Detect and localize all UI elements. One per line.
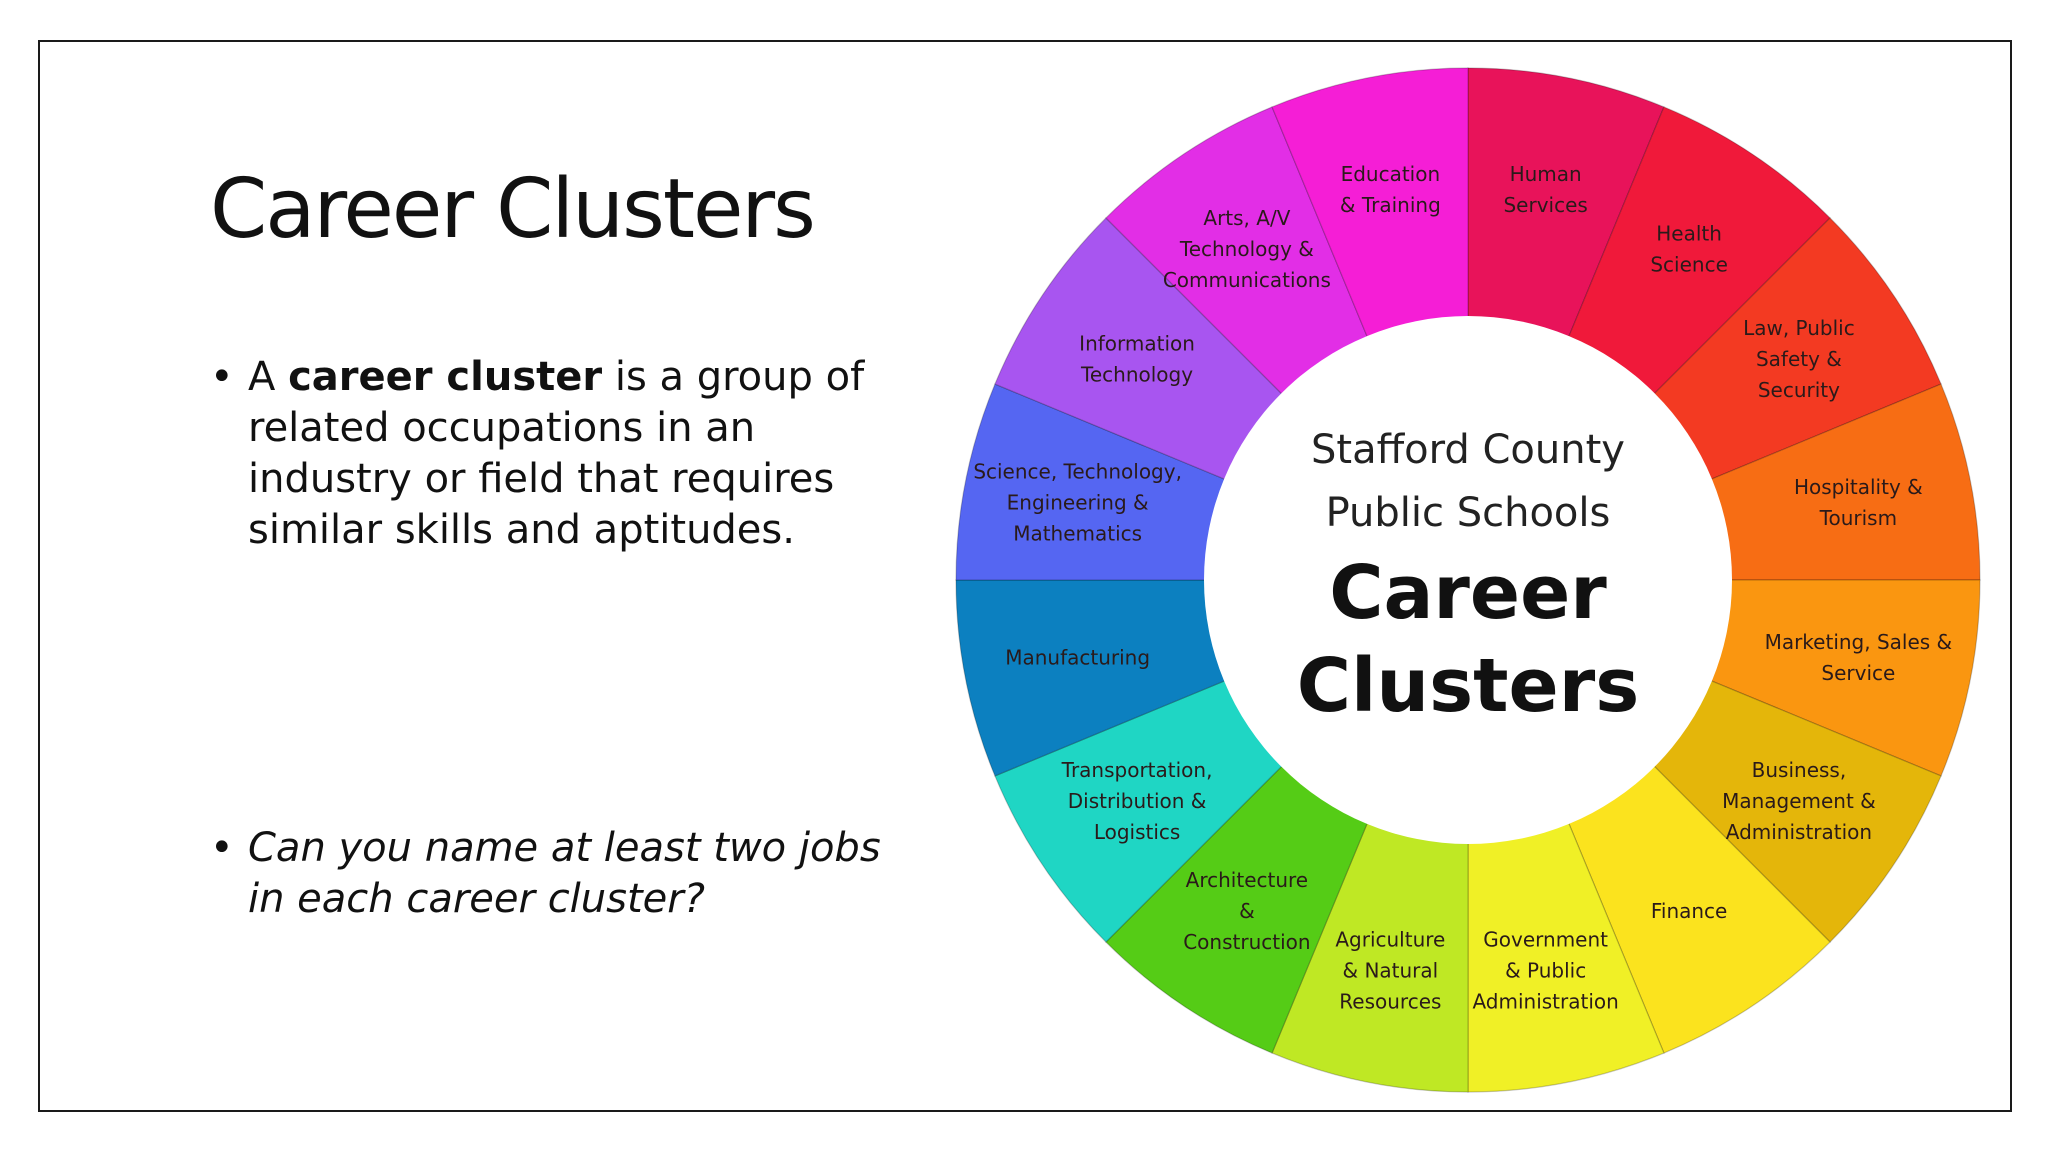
wheel-segment-label: Agriculture: [1335, 927, 1445, 951]
bullet-list: A career cluster is a group of related o…: [210, 352, 910, 925]
center-line-clusters: Clusters: [1297, 643, 1640, 729]
wheel-segment-label: Marketing, Sales &: [1765, 630, 1953, 654]
wheel-segment-label: Communications: [1163, 268, 1331, 292]
slide-title: Career Clusters: [210, 162, 816, 257]
wheel-segment-label: Administration: [1472, 989, 1618, 1013]
center-line-district: Stafford County: [1311, 427, 1625, 473]
wheel-segment-label: Distribution &: [1068, 789, 1207, 813]
wheel-segments: [955, 67, 1981, 1093]
wheel-segment-label: & Public: [1505, 958, 1586, 982]
wheel-segment-label: Business,: [1752, 758, 1847, 782]
wheel-segment-label: Architecture: [1186, 868, 1308, 892]
wheel-segment-label: Finance: [1651, 899, 1728, 923]
wheel-segment-label: Hospitality &: [1794, 475, 1923, 499]
definition-post: is a group of related occupations in an …: [248, 354, 865, 553]
wheel-segment-label: Health: [1656, 222, 1722, 246]
wheel-segment-label: & Natural: [1342, 958, 1438, 982]
wheel-segment-label: Management &: [1722, 789, 1876, 813]
center-line-career: Career: [1329, 550, 1607, 636]
question-bullet: Can you name at least two jobs in each c…: [210, 823, 928, 925]
wheel-segment-label: Services: [1503, 193, 1587, 217]
wheel-segment-label: & Training: [1340, 193, 1441, 217]
wheel-segment-label: Transportation,: [1061, 758, 1213, 782]
definition-term: career cluster: [288, 354, 603, 400]
wheel-segment-label: Construction: [1183, 930, 1310, 954]
wheel-segment-label: Mathematics: [1013, 521, 1142, 545]
wheel-segment-label: Government: [1483, 927, 1608, 951]
wheel-segment-label: Law, Public: [1743, 316, 1855, 340]
wheel-segment-label: Science: [1650, 253, 1728, 277]
wheel-segment-label: Human: [1510, 162, 1582, 186]
wheel-segment-label: Science, Technology,: [973, 459, 1182, 483]
wheel-segment-label: Manufacturing: [1005, 646, 1150, 670]
wheel-segment-label: Information: [1079, 331, 1195, 355]
wheel-segment-label: Administration: [1726, 820, 1872, 844]
wheel-segment-label: Security: [1758, 378, 1840, 402]
wheel-segment-label: Arts, A/V: [1203, 206, 1290, 230]
wheel-segment-label: Technology &: [1179, 237, 1314, 261]
wheel-segment-label: Resources: [1339, 989, 1441, 1013]
definition-pre: A: [248, 354, 289, 400]
wheel-segment-label: Technology: [1080, 362, 1193, 386]
wheel-center-disc: [1204, 316, 1732, 844]
wheel-segment-label: Engineering &: [1007, 490, 1149, 514]
wheel-segment-label: Education: [1341, 162, 1441, 186]
wheel-segment-label: Tourism: [1819, 506, 1897, 530]
wheel-segment-label: Service: [1821, 661, 1895, 685]
wheel-segment-label: &: [1239, 899, 1255, 923]
definition-bullet: A career cluster is a group of related o…: [210, 352, 868, 556]
wheel-segment-label: Logistics: [1094, 820, 1181, 844]
center-line-schools: Public Schools: [1326, 490, 1611, 536]
wheel-segment-label: Safety &: [1756, 347, 1842, 371]
